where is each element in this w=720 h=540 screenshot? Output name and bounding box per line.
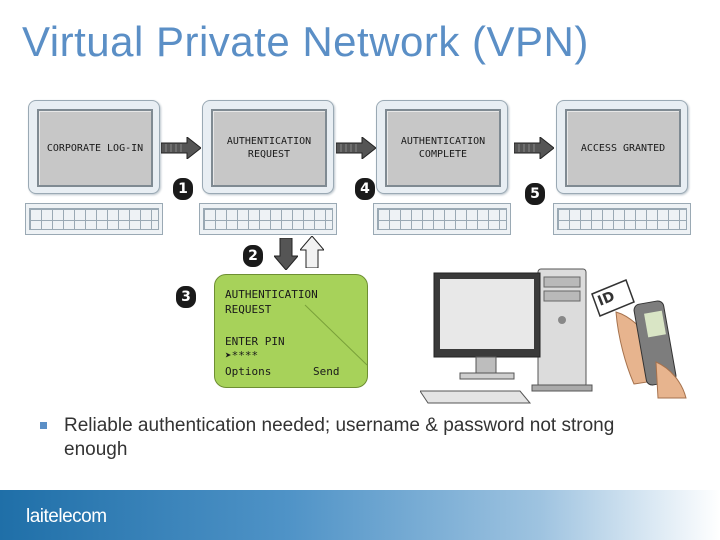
id-card-label: ID bbox=[596, 289, 618, 310]
arrow-right-icon bbox=[161, 137, 201, 159]
screen-authentication-request: AUTHENTICATION REQUEST bbox=[211, 109, 327, 187]
keyboard-3 bbox=[373, 203, 511, 235]
pin-arrow-icon: ➤ bbox=[225, 349, 232, 362]
options-softkey[interactable]: Options bbox=[225, 365, 272, 378]
step-badge-3: 3 bbox=[176, 286, 196, 308]
step-badge-4: 4 bbox=[355, 178, 375, 200]
bullet-text: Reliable authentication needed; username… bbox=[64, 415, 615, 460]
arrow-up-icon bbox=[300, 236, 324, 268]
monitor-authentication-request: AUTHENTICATION REQUEST bbox=[202, 100, 334, 194]
arrow-right-icon bbox=[514, 137, 554, 159]
monitor-access-granted: ACCESS GRANTED bbox=[556, 100, 688, 194]
step-badge-5: 5 bbox=[525, 183, 545, 205]
keyboard-1 bbox=[25, 203, 163, 235]
slide-title: Virtual Private Network (VPN) bbox=[22, 18, 589, 65]
arrow-right-icon bbox=[336, 137, 376, 159]
monitor-authentication-complete: AUTHENTICATION COMPLETE bbox=[376, 100, 508, 194]
bullet-square-icon bbox=[40, 422, 47, 429]
token-device-screen: AUTHENTICATION REQUEST ENTER PIN ➤**** O… bbox=[214, 274, 368, 388]
monitor-corporate-login: CORPORATE LOG-IN bbox=[28, 100, 160, 194]
keyboard-2 bbox=[199, 203, 337, 235]
arrow-down-icon bbox=[274, 238, 298, 270]
desktop-computer-icon bbox=[420, 268, 593, 404]
screen-authentication-complete: AUTHENTICATION COMPLETE bbox=[385, 109, 501, 187]
company-logo: laitelecom bbox=[26, 506, 107, 527]
step-badge-1: 1 bbox=[173, 178, 193, 200]
pin-input[interactable]: ➤**** bbox=[225, 349, 258, 362]
keyboard-4 bbox=[553, 203, 691, 235]
pin-value: **** bbox=[231, 349, 259, 362]
footer-bar: laitelecom bbox=[0, 490, 720, 540]
device-auth-request-text: AUTHENTICATION REQUEST bbox=[225, 288, 318, 316]
hand-phone-id-icon: ID bbox=[591, 279, 687, 399]
send-softkey[interactable]: Send bbox=[313, 365, 340, 378]
enter-pin-label: ENTER PIN bbox=[225, 335, 285, 348]
screen-access-granted: ACCESS GRANTED bbox=[565, 109, 681, 187]
step-badge-2: 2 bbox=[243, 245, 263, 267]
screen-corporate-login: CORPORATE LOG-IN bbox=[37, 109, 153, 187]
